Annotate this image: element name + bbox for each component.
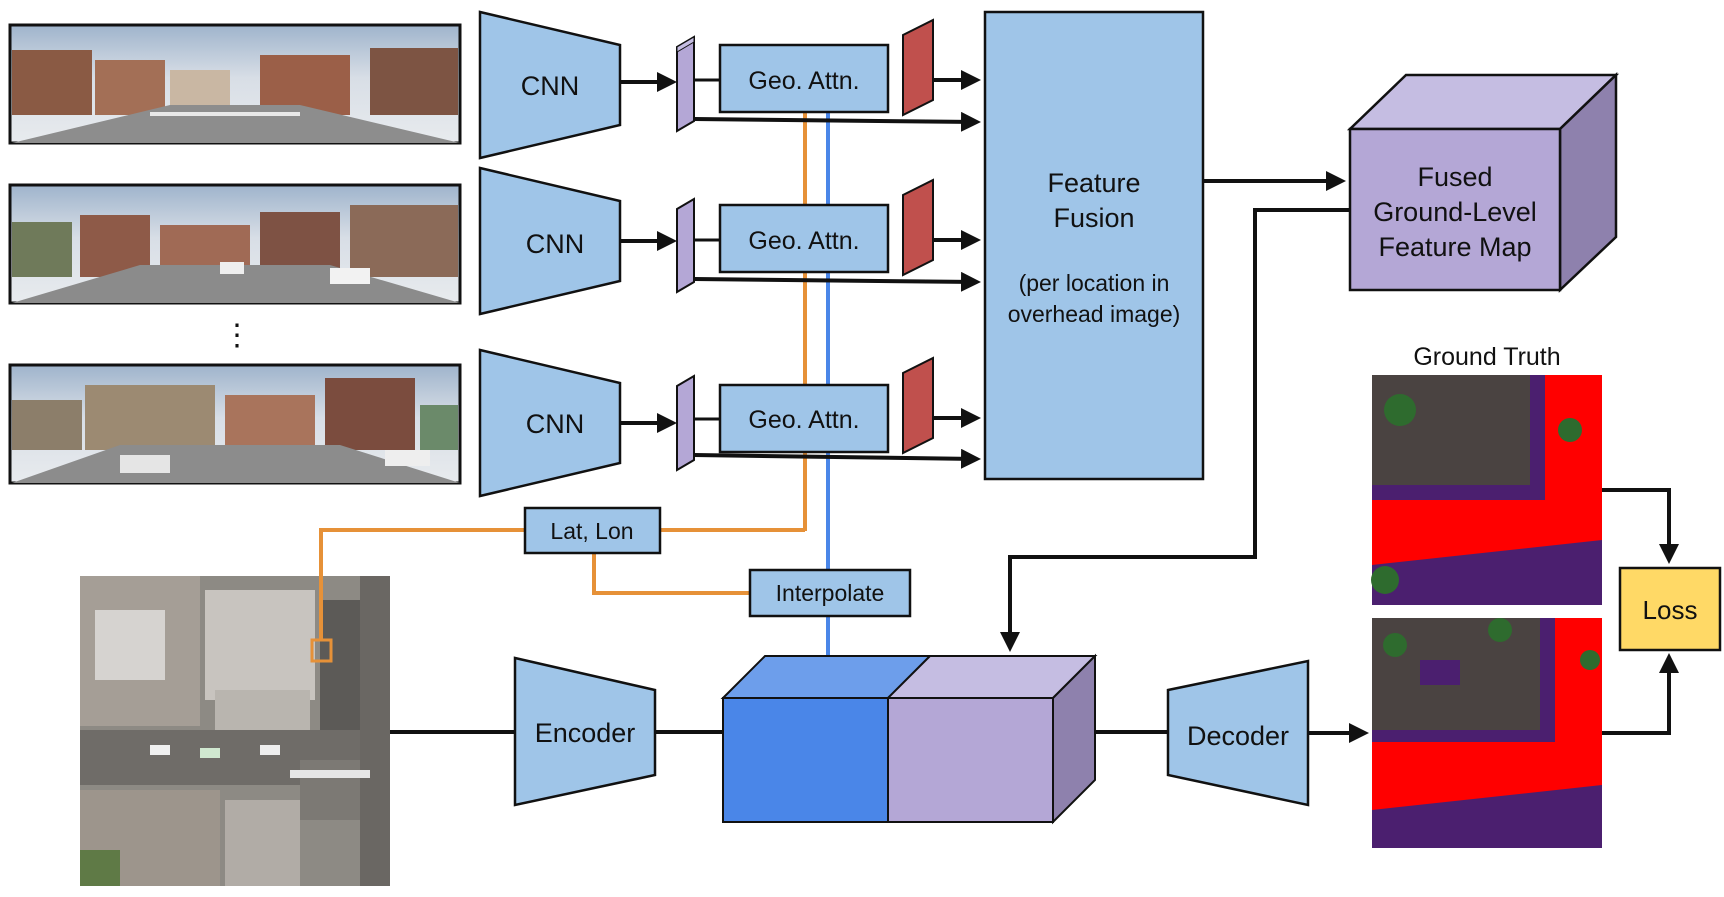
cnn-label-2: CNN <box>526 229 585 259</box>
interpolate-box: Interpolate <box>748 568 912 618</box>
geo-attention-label-1: Geo. Attn. <box>748 67 859 95</box>
cnn-label-1: CNN <box>521 71 580 101</box>
feature-fusion-title-1: Feature <box>1047 168 1140 198</box>
branch-1: Geo. Attn. <box>676 18 981 133</box>
panorama-image-1 <box>8 23 462 145</box>
lat-lon-label: Lat, Lon <box>550 518 633 544</box>
cnn-block-3: CNN <box>478 348 622 498</box>
geo-attention-label-3: Geo. Attn. <box>748 406 859 434</box>
fused-map-line-3: Feature Map <box>1378 232 1531 262</box>
ground-truth-map <box>1371 375 1602 605</box>
encoder-label: Encoder <box>535 718 636 748</box>
feature-fusion-note-2: overhead image) <box>1008 301 1181 327</box>
ellipsis: ⋮ <box>222 319 252 352</box>
encoder-block: Encoder <box>513 656 657 807</box>
branch-3: Geo. Attn. <box>676 356 981 472</box>
lat-lon-box: Lat, Lon <box>523 506 662 555</box>
cnn-block-1: CNN <box>478 10 622 160</box>
feature-fusion-title-2: Fusion <box>1053 203 1134 233</box>
cnn-label-3: CNN <box>526 409 585 439</box>
fused-map-line-2: Ground-Level <box>1373 197 1537 227</box>
ground-truth-label: Ground Truth <box>1413 343 1560 371</box>
geo-attention-label-2: Geo. Attn. <box>748 227 859 255</box>
fused-feature-map-cube: Fused Ground-Level Feature Map <box>1346 72 1620 293</box>
panorama-image-2 <box>8 183 462 305</box>
concatenated-feature-cube <box>720 653 1098 825</box>
feature-fusion-note-1: (per location in <box>1019 270 1170 296</box>
decoder-block: Decoder <box>1166 659 1310 807</box>
cnn-block-2: CNN <box>478 166 622 316</box>
decoder-label: Decoder <box>1187 721 1289 751</box>
overhead-image <box>80 576 390 886</box>
feature-fusion-block: Feature Fusion (per location in overhead… <box>983 10 1205 481</box>
branch-2: Geo. Attn. <box>676 178 981 294</box>
fused-map-line-1: Fused <box>1417 162 1492 192</box>
loss-box: Loss <box>1618 566 1722 652</box>
predicted-segmentation-map <box>1372 618 1602 848</box>
panorama-image-3 <box>8 363 462 485</box>
loss-label: Loss <box>1643 595 1698 625</box>
interpolate-label: Interpolate <box>776 580 885 606</box>
